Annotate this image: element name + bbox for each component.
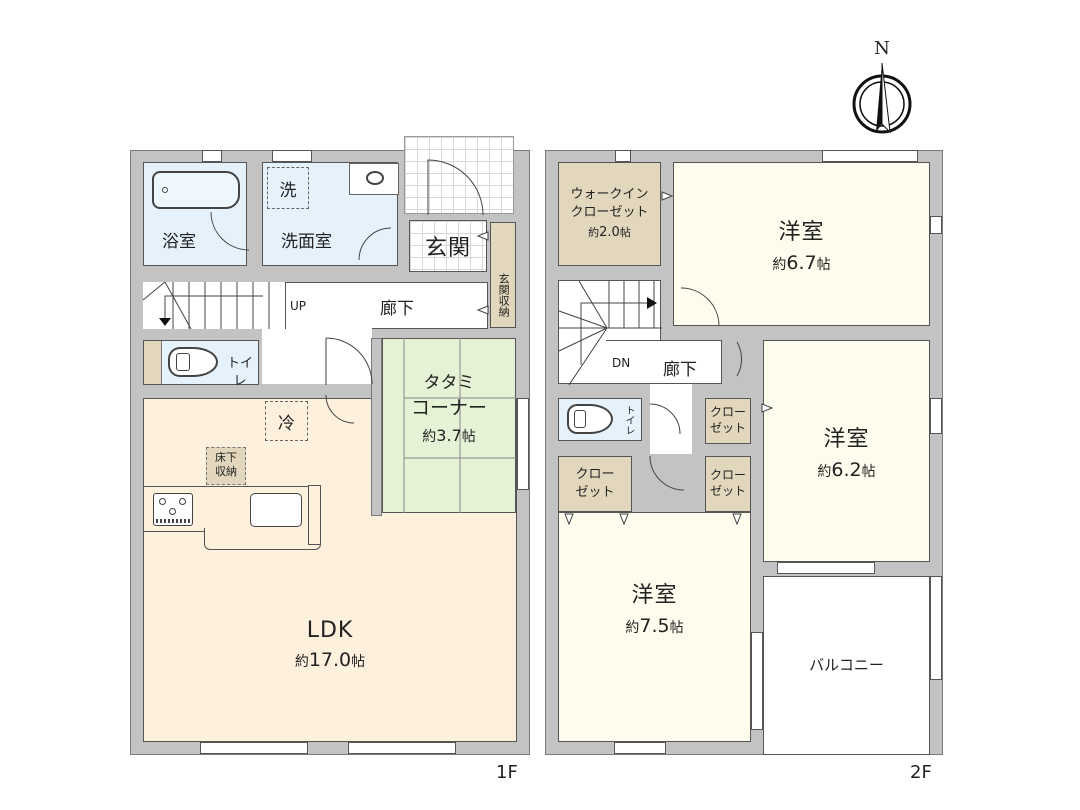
north-arrow-icon [852,62,912,134]
room-entrance: 玄関 [409,220,487,272]
room-western-c: 洋室 約7.5帖 [558,512,751,742]
room-western-a-label: 洋室 [778,220,825,245]
stove-icon [153,493,193,526]
walkin-label-1: ウォークイン [570,187,649,202]
room-western-c-area: 約7.5帖 [625,615,684,637]
stairs-up-label: UP [290,299,307,313]
toilet-shelf [144,341,162,384]
room-toilet-2f: トイレ [558,398,642,441]
room-hallway-2f [606,340,722,384]
window [348,742,456,754]
room-western-b-label: 洋室 [823,427,870,452]
tatami-label-line2: コーナー [410,397,487,419]
underfloor-label-2: 収納 [215,465,237,479]
compass: N [850,38,930,138]
window [822,150,918,162]
room-entrance-storage-label: 玄関収納 [497,273,511,317]
counter-end [308,485,321,545]
stairs-dn-label: DN [612,356,631,370]
window [614,742,666,754]
closet-a-label-1: クロー [575,467,615,483]
toilet-icon [168,347,218,377]
floor-label-1f: 1F [496,762,518,783]
room-toilet-1f-label: トイレ [226,356,253,389]
room-entrance-label: 玄関 [424,236,471,261]
underfloor-storage: 床下 収納 [206,447,246,485]
room-western-b-area: 約6.2帖 [817,459,876,481]
room-bath-label: 浴室 [162,232,196,252]
room-balcony: バルコニー [763,576,930,755]
window [930,398,942,434]
washer-space: 洗 [267,167,309,209]
window [517,398,529,490]
closet-b-label-1: クロー [709,405,746,420]
tatami-area: 約3.7帖 [422,426,476,445]
ldk-tatami-wall [371,338,382,516]
room-washroom: 洗 洗面室 [262,162,399,266]
room-toilet-1f: トイレ [143,340,259,389]
window [777,562,875,574]
hall-passage [650,384,692,454]
sink-icon [349,163,399,195]
window [751,632,763,730]
room-western-c-label: 洋室 [631,583,678,608]
window [615,150,631,162]
room-balcony-label: バルコニー [809,656,884,675]
room-washroom-label: 洗面室 [281,232,332,252]
room-ldk-text: LDK 約17.0帖 [143,618,517,671]
room-bath: 浴室 [143,162,247,266]
room-western-a: 洋室 約6.7帖 [673,162,930,326]
window [202,150,222,162]
underfloor-label-1: 床下 [215,451,237,464]
balcony-opening [930,576,942,680]
compass-north-label: N [874,38,890,59]
room-ldk-label: LDK [306,618,354,643]
window [930,216,942,234]
closet-b-label-2: ゼット [709,421,746,435]
floor-2f-plan: ウォークイン クローゼット 約2.0帖 洋室 約6.7帖 [545,150,943,783]
window [200,742,308,754]
walkin-label-2: クローゼット [570,204,649,220]
kitchen-sink-icon [250,493,302,527]
room-western-b: 洋室 約6.2帖 [763,340,930,562]
closet-a-label-2: ゼット [575,485,615,500]
floor-1f-plan: 浴室 洗 洗面室 玄関 玄関収納 [0,0,540,790]
room-toilet-2f-label: トイレ [623,405,634,435]
floor-label-2f: 2F [910,762,932,783]
room-closet-a: クロー ゼット [558,456,632,512]
walkin-area: 約2.0帖 [588,225,631,241]
entrance-porch [404,136,514,214]
fridge-label: 冷 [278,413,295,434]
stairs-1f [142,281,286,330]
room-entrance-storage: 玄関収納 [490,222,516,328]
room-hallway-2f-label: 廊下 [663,360,697,380]
room-hallway-1f-label: 廊下 [380,299,414,319]
closet-c-label-1: クロー [709,468,746,483]
toilet-icon-2f [567,404,613,434]
room-closet-c: クロー ゼット [705,456,751,512]
hallway-extension [262,326,372,384]
bathtub-icon [152,171,240,209]
washer-label: 洗 [279,180,297,201]
window [272,150,312,162]
room-ldk-area: 約17.0帖 [294,649,366,671]
room-walkin-closet: ウォークイン クローゼット 約2.0帖 [558,162,661,266]
closet-c-label-2: ゼット [709,484,746,498]
room-western-a-area: 約6.7帖 [772,252,831,274]
room-closet-b: クロー ゼット [705,398,751,444]
tatami-label-line1: タタミ [423,373,475,393]
fridge-space: 冷 [265,401,308,441]
